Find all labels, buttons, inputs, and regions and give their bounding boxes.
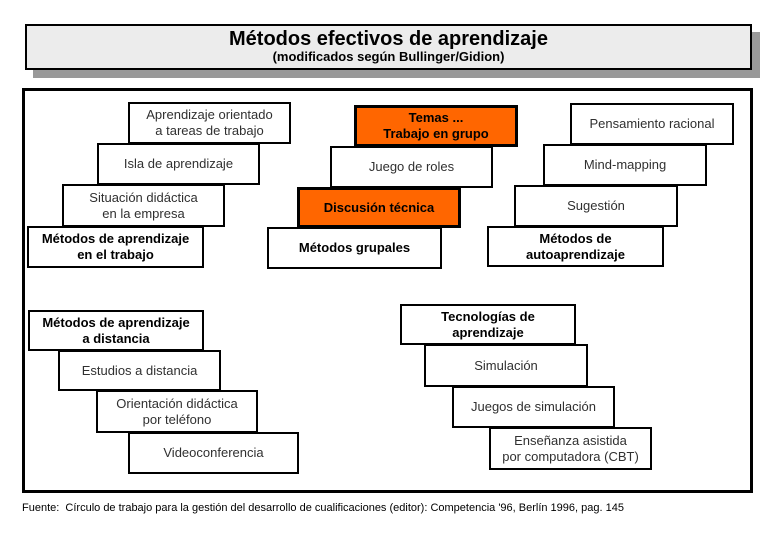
box-orientacion-didactica-telefono: Orientación didáctica por teléfono <box>96 390 258 433</box>
box-ensenanza-asistida-cbt: Enseñanza asistida por computadora (CBT) <box>489 427 652 470</box>
box-metodos-aprendizaje-trabajo: Métodos de aprendizaje en el trabajo <box>27 226 204 268</box>
box-discusion-tecnica: Discusión técnica <box>297 187 461 228</box>
box-sugestion: Sugestión <box>514 185 678 227</box>
box-mind-mapping: Mind-mapping <box>543 144 707 186</box>
box-juego-de-roles: Juego de roles <box>330 146 493 188</box>
box-isla-de-aprendizaje: Isla de aprendizaje <box>97 143 260 185</box>
box-pensamiento-racional: Pensamiento racional <box>570 103 734 145</box>
slide-title: Métodos efectivos de aprendizaje <box>229 28 548 50</box>
box-aprendizaje-orientado-a-tareas: Aprendizaje orientado a tareas de trabaj… <box>128 102 291 144</box>
source-footnote: Fuente: Círculo de trabajo para la gesti… <box>22 502 624 514</box>
box-situacion-didactica-empresa: Situación didáctica en la empresa <box>62 184 225 227</box>
box-temas-trabajo-en-grupo: Temas ... Trabajo en grupo <box>354 105 518 147</box>
box-metodos-grupales: Métodos grupales <box>267 227 442 269</box>
slide-title-banner: Métodos efectivos de aprendizaje (modifi… <box>25 24 752 70</box>
box-simulacion: Simulación <box>424 344 588 387</box>
box-tecnologias-de-aprendizaje: Tecnologías de aprendizaje <box>400 304 576 345</box>
box-estudios-a-distancia: Estudios a distancia <box>58 350 221 391</box>
box-metodos-aprendizaje-distancia: Métodos de aprendizaje a distancia <box>28 310 204 351</box>
box-videoconferencia: Videoconferencia <box>128 432 299 474</box>
box-metodos-autoaprendizaje: Métodos de autoaprendizaje <box>487 226 664 267</box>
slide-subtitle: (modificados según Bullinger/Gidion) <box>272 49 505 64</box>
box-juegos-de-simulacion: Juegos de simulación <box>452 386 615 428</box>
